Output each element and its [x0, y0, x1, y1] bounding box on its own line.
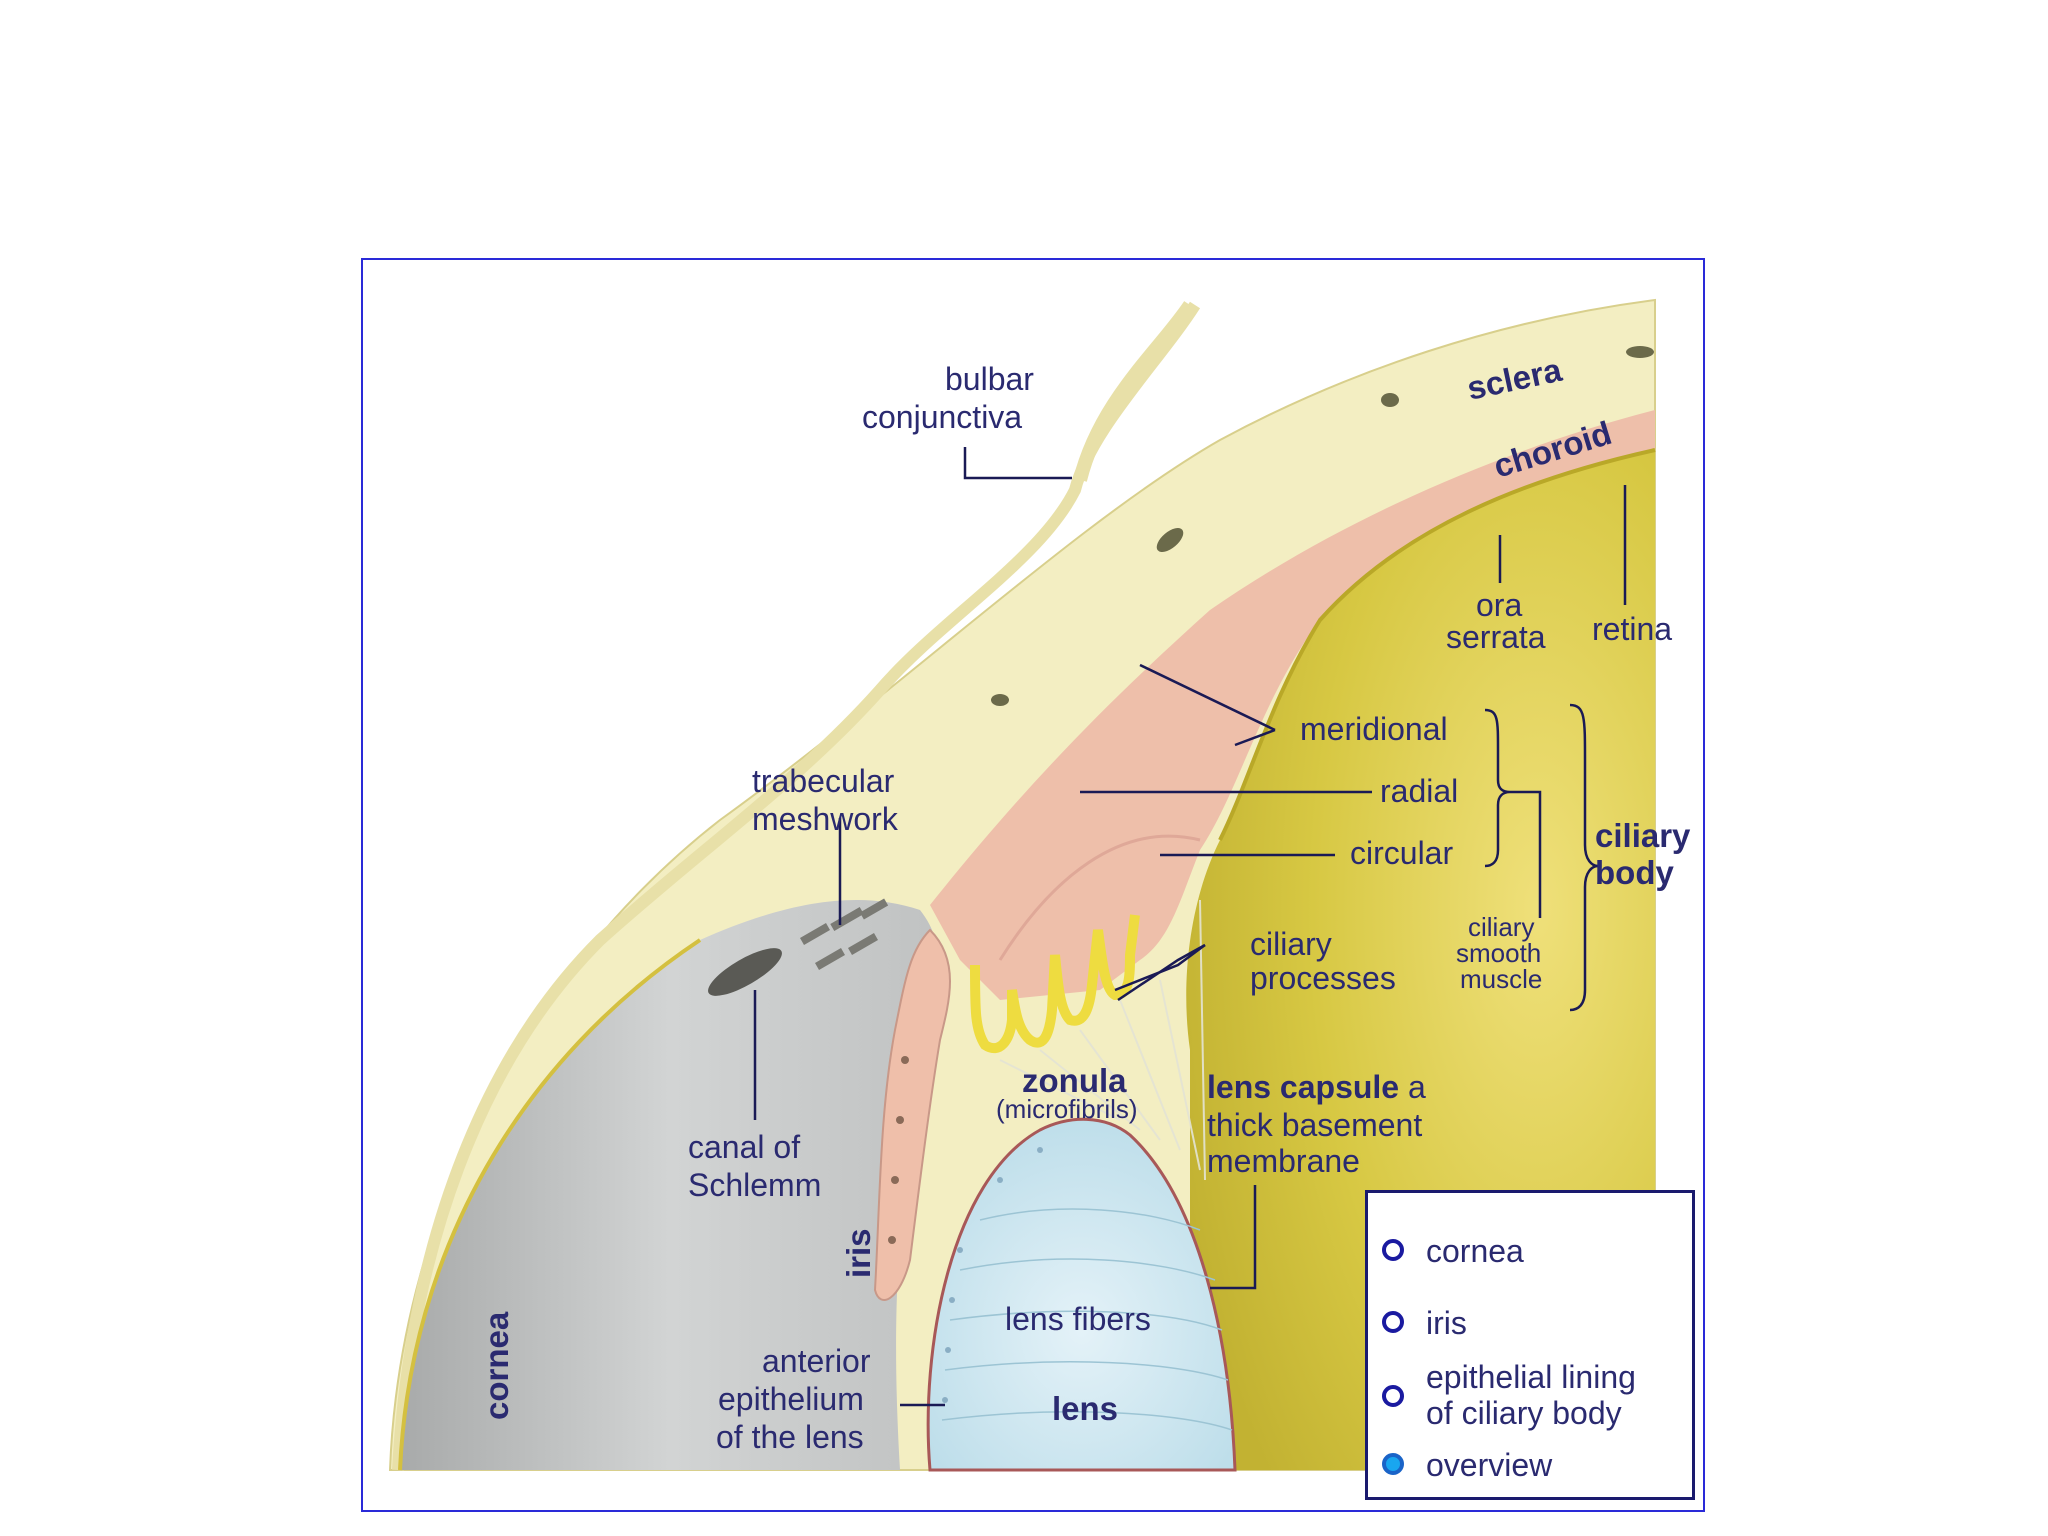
label-circular: circular [1350, 835, 1453, 871]
anterior-chamber [400, 900, 941, 1470]
label-ciliary-processes: ciliary processes [1250, 926, 1396, 996]
canal-of-schlemm [708, 948, 782, 996]
legend-label-cornea: cornea [1426, 1233, 1524, 1269]
label-cornea: cornea [478, 1311, 515, 1420]
label-anterior-epithelium: anterior epithelium of the lens [716, 1343, 879, 1455]
label-iris: iris [840, 1228, 877, 1278]
label-ciliary-body: ciliary body [1595, 817, 1700, 891]
label-radial: radial [1380, 773, 1458, 809]
lens-shape [926, 1117, 1237, 1472]
label-trabecular-meshwork: trabecular meshwork [752, 763, 903, 837]
radio-overview-selected-icon[interactable] [1382, 1453, 1404, 1475]
radio-epithelial-lining-icon[interactable] [1382, 1385, 1404, 1407]
label-canal-of-schlemm: canal of Schlemm [688, 1129, 821, 1203]
label-meridional: meridional [1300, 711, 1448, 747]
legend-label-iris: iris [1426, 1305, 1467, 1341]
label-microfibrils: (microfibrils) [996, 1094, 1138, 1124]
legend-option-epithelial-lining[interactable]: epithelial lining of ciliary body [1382, 1359, 1636, 1431]
radio-iris-icon[interactable] [1382, 1311, 1404, 1333]
label-ora-serrata: ora serrata [1446, 587, 1546, 655]
legend-option-iris[interactable]: iris [1382, 1305, 1467, 1341]
legend-label-epithelial-line2: of ciliary body [1426, 1395, 1622, 1431]
legend-panel: cornea iris epithelial lining of ciliary… [1365, 1190, 1695, 1500]
label-bulbar-conjunctiva: bulbar conjunctiva [862, 361, 1043, 435]
legend-label-epithelial-lining: epithelial lining of ciliary body [1426, 1359, 1636, 1431]
label-lens-fibers: lens fibers [1005, 1301, 1151, 1337]
iris-shape [873, 928, 951, 1301]
ciliary-processes-shape [970, 914, 1140, 1054]
label-ciliary-smooth-muscle: ciliary smooth muscle [1456, 912, 1549, 994]
legend-option-overview[interactable]: overview [1382, 1447, 1552, 1483]
label-retina: retina [1592, 611, 1672, 647]
legend-label-epithelial-line1: epithelial lining [1426, 1359, 1636, 1395]
legend-label-overview: overview [1426, 1447, 1553, 1483]
label-lens-capsule: lens capsule a thick basement membrane [1207, 1069, 1435, 1179]
legend-option-cornea[interactable]: cornea [1382, 1233, 1524, 1269]
label-lens: lens [1052, 1390, 1118, 1427]
radio-cornea-icon[interactable] [1382, 1239, 1404, 1261]
choroid-ciliary-muscle [930, 410, 1655, 1000]
label-zonula: zonula [1022, 1062, 1127, 1099]
